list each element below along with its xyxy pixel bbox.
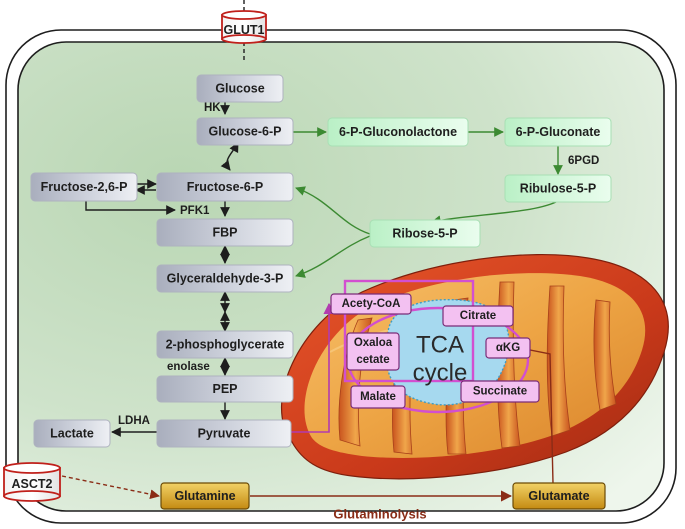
oxaloacetate-label-line1: Oxaloa — [354, 337, 393, 349]
glucose-label: Glucose — [215, 82, 264, 96]
gluconolactone-box — [327, 117, 469, 147]
akg-box — [485, 337, 531, 359]
pyruvate-box — [156, 419, 292, 448]
glyceraldehyde-3-p-label: Glyceraldehyde-3-P — [167, 272, 284, 286]
fructose-6-p-label: Fructose-6-P — [187, 180, 263, 194]
pep-box — [156, 375, 294, 403]
ldha-enzyme-label: LDHA — [118, 415, 150, 427]
glut1-label: GLUT1 — [224, 23, 265, 37]
hk-enzyme-label: HK — [204, 102, 221, 114]
malate-label: Malate — [360, 391, 396, 403]
fbp-box — [156, 218, 294, 247]
phosphoglycerate-label: 2-phosphoglycerate — [166, 338, 285, 352]
ribose-5-p-label: Ribose-5-P — [392, 227, 457, 241]
glucose-6-p-box — [196, 117, 294, 146]
succinate-label: Succinate — [473, 386, 527, 398]
glyceraldehyde-3-p-box — [156, 264, 294, 293]
asct2-to-glutamine-arrow — [61, 475, 160, 500]
tca-title-line1: TCA — [416, 332, 464, 359]
enolase-enzyme-label: enolase — [167, 361, 210, 373]
glutamine-label: Glutamine — [174, 489, 235, 503]
asct2-label: ASCT2 — [12, 477, 53, 491]
ribulose-5-p-box — [504, 174, 612, 203]
malate-box — [350, 385, 406, 409]
pfk1-enzyme-label: PFK1 — [180, 205, 210, 217]
glycolysis-arrows — [85, 102, 239, 437]
6pgd-enzyme-label: 6PGD — [568, 155, 599, 167]
tca-frame — [343, 279, 475, 383]
acetyl-coa-box — [330, 293, 412, 315]
fructose-6-p-box — [156, 172, 294, 202]
acetyl-coa-label: Acety-CoA — [342, 298, 401, 310]
akg-label: αKG — [496, 342, 520, 354]
glut1-transporter: GLUT1 — [221, 10, 267, 44]
lactate-box — [33, 419, 111, 448]
pep-label: PEP — [212, 382, 237, 396]
gluconate-label: 6-P-Gluconate — [516, 125, 601, 139]
citrate-box — [442, 305, 514, 327]
gluconate-box — [504, 117, 612, 147]
asct2-transporter: ASCT2 — [3, 462, 61, 502]
glycolysis-nodes: Glucose HK Glucose-6-P Fructose-2,6-P Fr… — [30, 74, 294, 448]
tca-nodes: TCA cycle Acety-CoA Citrate Oxaloa cetat… — [330, 293, 540, 409]
glucose-box — [196, 74, 284, 103]
glutaminolysis-label: Glutaminolysis — [333, 507, 426, 522]
glutamate-box — [512, 482, 606, 510]
glutamine-box — [160, 482, 250, 510]
glutaminolysis-nodes: Glutamine Glutamate Glutaminolysis — [160, 482, 606, 522]
ribose-5-p-box — [369, 219, 481, 248]
glutamate-label: Glutamate — [528, 489, 589, 503]
fbp-label: FBP — [213, 226, 238, 240]
phosphoglycerate-box — [156, 330, 294, 359]
glucose-6-p-label: Glucose-6-P — [209, 125, 282, 139]
succinate-box — [460, 380, 540, 403]
gluconolactone-label: 6-P-Gluconolactone — [339, 125, 457, 139]
oxaloacetate-box — [346, 332, 400, 371]
ppp-nodes: 6-P-Gluconolactone 6-P-Gluconate 6PGD Ri… — [327, 117, 612, 248]
fructose-2-6-p-box — [30, 172, 138, 202]
tca-title-line2: cycle — [413, 360, 468, 387]
oxaloacetate-label-line2: cetate — [356, 354, 389, 366]
pyruvate-to-acetylcoa-arrow — [291, 302, 335, 433]
ribulose-5-p-label: Ribulose-5-P — [520, 182, 596, 196]
pyruvate-label: Pyruvate — [198, 427, 251, 441]
citrate-label: Citrate — [460, 310, 496, 322]
fructose-2-6-p-label: Fructose-2,6-P — [41, 180, 128, 194]
lactate-label: Lactate — [50, 427, 94, 441]
